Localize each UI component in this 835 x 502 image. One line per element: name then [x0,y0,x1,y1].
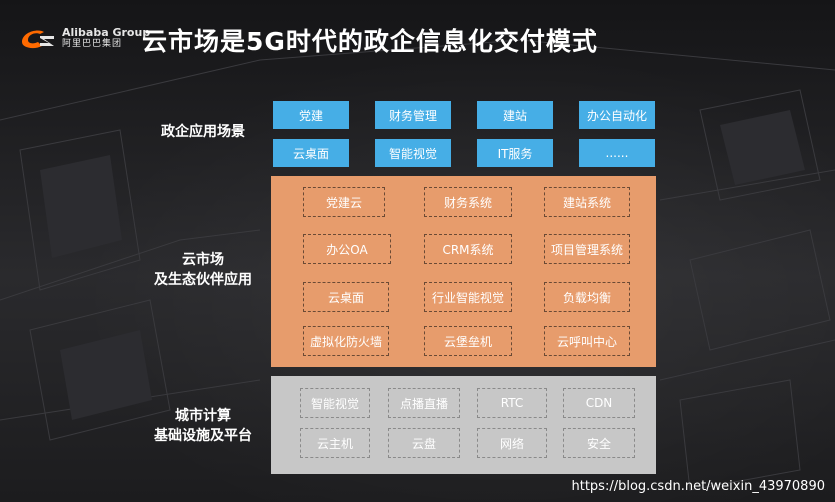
row-label-infra-line1: 城市计算 [175,408,231,424]
brand-name-en: Alibaba Group [62,26,151,39]
infra-item-security[interactable]: 安全 [563,428,635,458]
watermark: https://blog.csdn.net/weixin_43970890 [571,479,825,494]
market-item-industry-vision[interactable]: 行业智能视觉 [424,282,512,312]
gov-item-more[interactable]: ...... [579,139,655,167]
brand-name-cn: 阿里巴巴集团 [62,39,123,49]
gov-item-cloud-desktop[interactable]: 云桌面 [273,139,349,167]
city-computing-panel: 智能视觉 点播直播 RTC CDN 云主机 云盘 网络 安全 [271,376,656,474]
market-item-office-oa[interactable]: 办公OA [303,234,391,264]
gov-item-office-automation[interactable]: 办公自动化 [579,101,655,129]
row-label-infra-line2: 基础设施及平台 [154,428,252,444]
gov-item-smart-vision[interactable]: 智能视觉 [375,139,451,167]
infra-item-network[interactable]: 网络 [477,428,547,458]
row-label-gov-text: 政企应用场景 [161,124,245,140]
page-title: 云市场是5G时代的政企信息化交付模式 [142,27,598,56]
infra-item-smart-vision[interactable]: 智能视觉 [300,388,370,418]
infra-item-cloud-host[interactable]: 云主机 [300,428,370,458]
gov-item-it-service[interactable]: IT服务 [477,139,553,167]
infra-item-cloud-disk[interactable]: 云盘 [388,428,460,458]
market-item-call-center[interactable]: 云呼叫中心 [544,326,630,356]
row-label-infra: 城市计算 基础设施及平台 [140,406,266,446]
market-item-finance-system[interactable]: 财务系统 [424,187,512,217]
market-item-project-management[interactable]: 项目管理系统 [544,234,630,264]
market-item-cloud-desktop[interactable]: 云桌面 [303,282,389,312]
gov-item-dangjian[interactable]: 党建 [273,101,349,129]
row-label-market: 云市场 及生态伙伴应用 [140,250,266,290]
infra-item-rtc[interactable]: RTC [477,388,547,418]
row-label-gov: 政企应用场景 [148,122,258,142]
market-item-virtual-firewall[interactable]: 虚拟化防火墙 [303,326,389,356]
gov-item-website[interactable]: 建站 [477,101,553,129]
gov-item-finance[interactable]: 财务管理 [375,101,451,129]
row-label-market-line2: 及生态伙伴应用 [154,272,252,288]
market-item-bastion-host[interactable]: 云堡垒机 [424,326,512,356]
infra-item-cdn[interactable]: CDN [563,388,635,418]
brand-logo: Alibaba Group 阿里巴巴集团 [18,26,150,50]
market-item-dangjian-cloud[interactable]: 党建云 [303,187,385,217]
alibaba-logo-icon [22,30,54,49]
market-item-website-system[interactable]: 建站系统 [544,187,630,217]
row-label-market-line1: 云市场 [182,252,224,268]
cloud-market-panel: 党建云 财务系统 建站系统 办公OA CRM系统 项目管理系统 云桌面 行业智能… [271,176,656,367]
infra-item-vod-live[interactable]: 点播直播 [388,388,460,418]
market-item-load-balancing[interactable]: 负载均衡 [544,282,630,312]
market-item-crm-system[interactable]: CRM系统 [424,234,512,264]
